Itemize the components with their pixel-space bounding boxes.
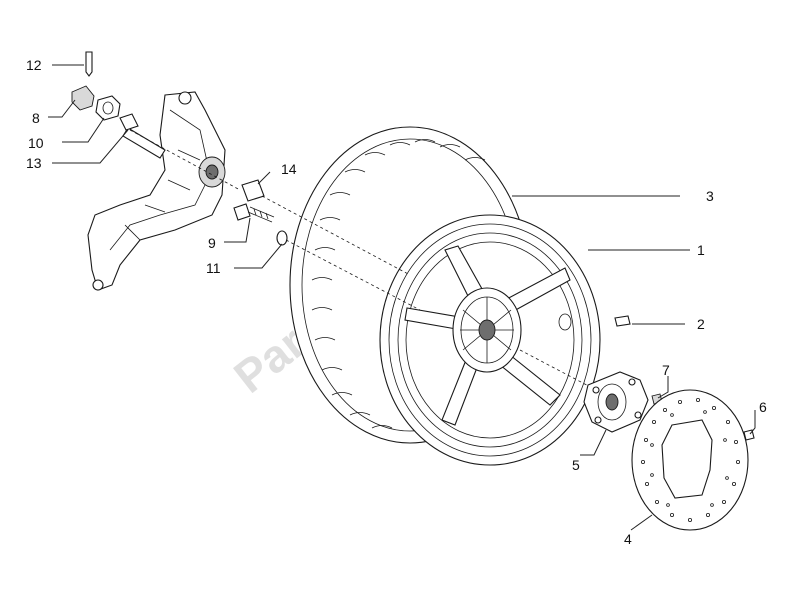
callout-5: 5 — [572, 457, 580, 473]
callout-7: 7 — [662, 362, 670, 378]
callout-12: 12 — [26, 57, 42, 73]
callout-13: 13 — [26, 155, 42, 171]
bushing-14 — [241, 179, 265, 202]
callout-1: 1 — [697, 242, 705, 258]
callout-2: 2 — [697, 316, 705, 332]
swing-arm-bracket — [87, 91, 226, 291]
hex-nut — [95, 95, 121, 121]
castle-nut — [71, 85, 95, 111]
callout-11: 11 — [206, 260, 221, 276]
washer-11 — [276, 230, 288, 246]
brake-disc — [631, 389, 749, 531]
callout-3: 3 — [706, 188, 714, 204]
callout-4: 4 — [624, 531, 632, 547]
hub-flange — [583, 371, 649, 433]
leader-lines — [48, 64, 756, 531]
callout-9: 9 — [208, 235, 216, 251]
callout-14: 14 — [281, 161, 297, 177]
callout-8: 8 — [32, 110, 40, 126]
rim — [379, 214, 601, 466]
spacer — [119, 113, 139, 131]
split-pin — [85, 51, 93, 77]
callout-labels: 3 1 2 7 6 5 4 12 8 10 13 14 9 11 — [26, 57, 767, 547]
bolt-9 — [233, 203, 275, 223]
callout-6: 6 — [759, 399, 767, 415]
callout-10: 10 — [28, 135, 44, 151]
valve-stem — [614, 315, 631, 327]
